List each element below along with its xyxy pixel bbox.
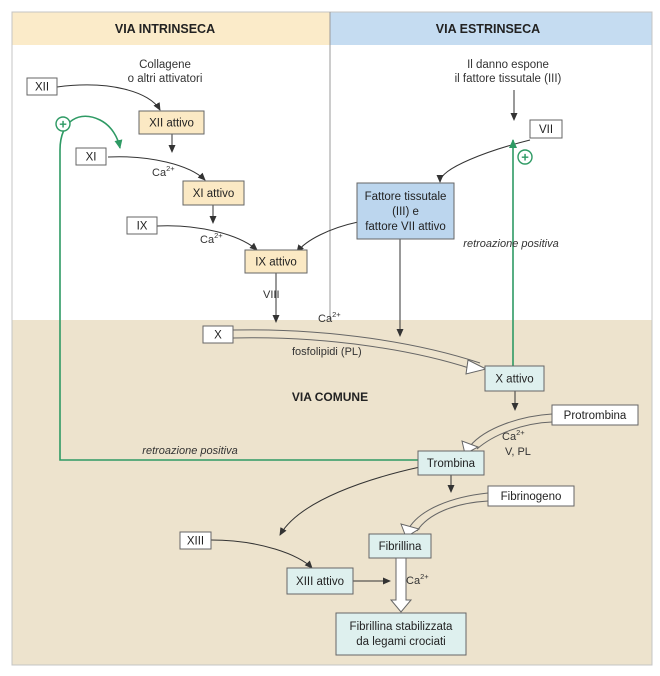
box-xiii-active — [286, 567, 354, 595]
box-ix-active — [244, 249, 308, 274]
arrow-xii-to-xii-active — [56, 84, 161, 111]
box-xii-active — [138, 110, 205, 135]
box-prothrombin — [551, 404, 639, 426]
box-fibrin — [368, 533, 432, 559]
calcium-label-2: Ca2+ — [200, 231, 223, 246]
hollow-arrow-fibrinogen — [408, 492, 489, 532]
collagen-label-line1: Collagene — [139, 59, 191, 71]
calcium-label-1: Ca2+ — [152, 164, 175, 179]
plus-circle-extrinsic — [517, 149, 533, 165]
label-tissue-factor-line1: Fattore tissutale — [365, 191, 447, 203]
label-xiii: XIII — [187, 536, 204, 548]
box-xi — [75, 147, 107, 166]
intrinsic-header-band — [12, 12, 330, 45]
calcium-label-5: Ca2+ — [406, 572, 429, 587]
label-xii: XII — [35, 82, 49, 94]
label-tissue-factor-line2: (III) e — [392, 206, 419, 218]
label-fibrin: Fibrillina — [379, 541, 422, 553]
arrow-ix-to-ix-active — [156, 225, 258, 251]
box-fibrinogen — [487, 485, 575, 507]
box-xiii — [179, 531, 212, 550]
label-vii: VII — [539, 124, 553, 136]
label-stabilized-line1: Fibrillina stabilizzata — [350, 621, 454, 633]
factor-viii-label: VIII — [263, 289, 280, 301]
feedback-label-extrinsic: retroazione positiva — [463, 238, 558, 250]
plus-icon-extrinsic: + — [521, 150, 529, 165]
box-vii — [529, 119, 563, 139]
hollow-arrow-x-head — [465, 359, 488, 375]
label-xi: XI — [86, 152, 97, 164]
label-x-active: X attivo — [495, 374, 533, 386]
outer-frame — [11, 11, 653, 666]
label-ix: IX — [137, 221, 148, 233]
box-thrombin — [417, 450, 485, 476]
feedback-label-intrinsic: retroazione positiva — [142, 445, 237, 457]
plus-icon-intrinsic: + — [59, 117, 67, 132]
label-xi-active: XI attivo — [193, 188, 235, 200]
label-fibrinogen: Fibrinogeno — [501, 491, 562, 503]
arrow-xiii-to-xiii-active — [210, 539, 313, 569]
box-x-active — [484, 365, 545, 392]
calcium-label-3: Ca2+ — [318, 310, 341, 325]
arrow-xi-to-xi-active — [107, 156, 206, 181]
box-tissue-factor — [356, 182, 455, 240]
label-xii-active: XII attivo — [149, 118, 194, 130]
feedback-loop-intrinsic — [59, 115, 418, 461]
common-header: VIA COMUNE — [292, 390, 368, 404]
extrinsic-header: VIA ESTRINSECA — [436, 22, 540, 36]
arrow-tissue-factor-to-ix-active — [296, 221, 359, 253]
intrinsic-header: VIA INTRINSECA — [115, 22, 215, 36]
calcium-label-4: Ca2+ — [502, 428, 525, 443]
label-tissue-factor-line3: fattore VII attivo — [365, 221, 446, 233]
box-stabilized-fibrin — [335, 612, 467, 656]
label-thrombin: Trombina — [427, 458, 476, 470]
label-xiii-active: XIII attivo — [296, 576, 344, 588]
box-xi-active — [182, 180, 245, 206]
label-prothrombin: Protrombina — [564, 410, 627, 422]
plus-circle-intrinsic — [55, 116, 71, 132]
extrinsic-header-band — [330, 12, 652, 45]
damage-label-line1: Il danno espone — [467, 59, 549, 71]
label-stabilized-line2: da legami crociati — [356, 636, 445, 648]
cofactors-label: V, PL — [505, 446, 531, 458]
hollow-arrow-fibrin-down — [389, 557, 413, 613]
collagen-label-line2: o altri attivatori — [128, 73, 203, 85]
box-x — [202, 325, 234, 344]
label-x: X — [214, 330, 222, 342]
label-ix-active: IX attivo — [255, 257, 297, 269]
hollow-arrow-prothrombin — [469, 413, 553, 450]
phospholipids-label: fosfolipidi (PL) — [292, 346, 362, 358]
box-xii — [26, 77, 58, 96]
hollow-arrow-x-to-x-active — [232, 329, 481, 370]
box-ix — [126, 216, 158, 235]
arrow-thrombin-to-xiii-active — [279, 466, 421, 536]
damage-label-line2: il fattore tissutale (III) — [455, 73, 562, 85]
